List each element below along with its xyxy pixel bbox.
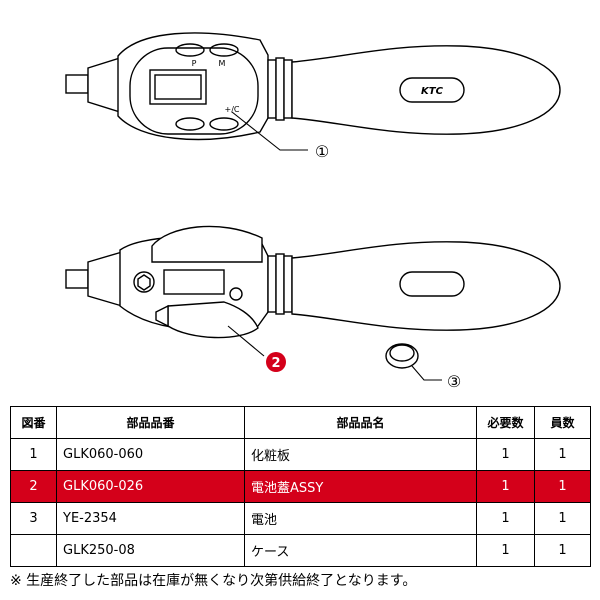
cell-quantity: 1 — [534, 470, 591, 503]
m-button-label: M — [219, 59, 226, 68]
cell-no: 2 — [10, 470, 57, 503]
cell-part-name: 電池 — [244, 502, 477, 535]
cell-quantity: 1 — [534, 438, 591, 471]
header-required: 必要数 — [476, 406, 535, 439]
parts-table: 図番 部品品番 部品品名 必要数 員数 1 GLK060-060 化粧板 1 1… — [10, 406, 591, 567]
p-button-label: P — [192, 59, 197, 68]
callout-2-marker — [266, 352, 286, 372]
callout-1: ① — [315, 142, 329, 161]
tool-top-view — [65, 32, 561, 151]
header-no: 図番 — [10, 406, 57, 439]
cell-part-number: GLK250-08 — [56, 534, 245, 567]
cell-required: 1 — [476, 438, 535, 471]
callout-2: 2 — [271, 356, 280, 371]
cell-quantity: 1 — [534, 534, 591, 567]
table-row: GLK250-08 ケース 1 1 — [10, 534, 591, 567]
cell-no: 3 — [10, 502, 57, 535]
table-header-row: 図番 部品品番 部品品名 必要数 員数 — [10, 406, 591, 439]
cell-no — [10, 534, 57, 567]
cell-part-number: GLK060-026 — [56, 470, 245, 503]
cell-part-name: 化粧板 — [244, 438, 477, 471]
header-quantity: 員数 — [534, 406, 591, 439]
ktc-logo-text: KTC — [421, 86, 444, 97]
table-row: 3 YE-2354 電池 1 1 — [10, 502, 591, 535]
unit-button-label: +/C — [225, 105, 240, 114]
cell-part-name: 電池蓋ASSY — [244, 470, 477, 503]
table-row: 1 GLK060-060 化粧板 1 1 — [10, 438, 591, 471]
parts-diagram: P M +/C KTC ① 2 ③ — [65, 32, 561, 391]
header-part-number: 部品品番 — [56, 406, 245, 439]
cell-part-number: GLK060-060 — [56, 438, 245, 471]
cell-part-name: ケース — [244, 534, 477, 567]
cell-part-number: YE-2354 — [56, 502, 245, 535]
cell-quantity: 1 — [534, 502, 591, 535]
callout-3: ③ — [447, 372, 461, 391]
cell-required: 1 — [476, 502, 535, 535]
cell-required: 1 — [476, 470, 535, 503]
cell-required: 1 — [476, 534, 535, 567]
header-part-name: 部品品名 — [244, 406, 477, 439]
tool-side-view — [65, 225, 561, 381]
footnote: ※ 生産終了した部品は在庫が無くなり次第供給終了となります。 — [10, 573, 417, 589]
cell-no: 1 — [10, 438, 57, 471]
table-row-highlighted: 2 GLK060-026 電池蓋ASSY 1 1 — [10, 470, 591, 503]
